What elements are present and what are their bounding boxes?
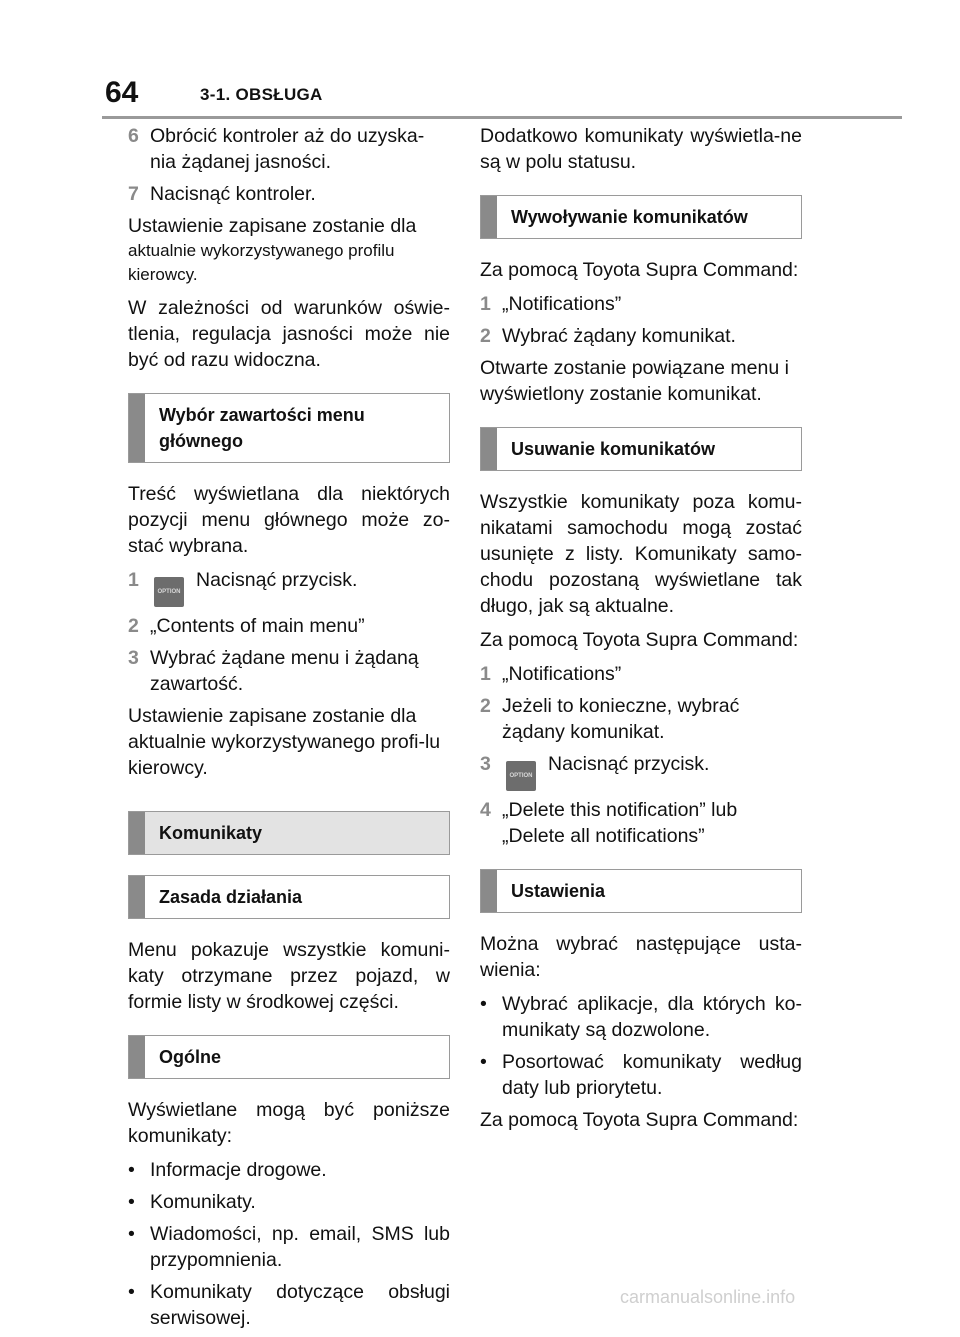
bullet-item: • Wybrać aplikacje, dla których ko-munik… (480, 991, 802, 1043)
bullet-item: • Komunikaty. (128, 1189, 450, 1215)
paragraph-displayed: Wyświetlane mogą być poniższe komunikaty… (128, 1099, 450, 1147)
heading-box-call-messages: Wywoływanie komunikatów (480, 195, 802, 239)
paragraph-status-field: Dodatkowo komunikaty wyświetla-ne są w p… (480, 125, 802, 173)
step-2: 2 Jeżeli to konieczne, wybrać żądany kom… (480, 693, 802, 745)
step-number: 7 (128, 183, 139, 205)
bullet-item: • Komunikaty dotyczące obsługi serwisowe… (128, 1279, 450, 1331)
step-number: 2 (480, 325, 491, 347)
step-number: 1 (480, 663, 491, 685)
heading-box-messages: Komunikaty (128, 811, 450, 855)
option-button-icon: OPTION (154, 577, 184, 607)
step-number: 1 (480, 293, 491, 315)
bullet-text: Wybrać aplikacje, dla których ko-munikat… (502, 993, 802, 1041)
step-text: „Delete this notification” lub „Delete a… (502, 799, 738, 847)
bullet-text: Wiadomości, np. email, SMS lub przypomni… (150, 1223, 450, 1271)
paragraph-profile-saved-2: Ustawienie zapisane zostanie dla aktualn… (128, 705, 441, 779)
step-number: 1 (128, 569, 139, 591)
heading-box-settings: Ustawienia (480, 869, 802, 913)
step-text: Obrócić kontroler aż do uzyska-nia żądan… (150, 125, 425, 173)
step-text: Nacisnąć przycisk. (196, 569, 358, 591)
header-divider (102, 116, 902, 119)
step-text: „Notifications” (502, 663, 622, 685)
step-number: 4 (480, 799, 491, 821)
option-button-icon: OPTION (506, 761, 536, 791)
paragraph-lighting: W zależności od warunków oświe-tlenia, r… (128, 297, 450, 371)
step-text: Wybrać żądany komunikat. (502, 325, 736, 347)
step-2: 2 Wybrać żądany komunikat. (480, 323, 802, 349)
paragraph-settings: Można wybrać następujące usta-wienia: (480, 933, 802, 981)
step-text: Jeżeli to konieczne, wybrać żądany komun… (502, 695, 740, 743)
step-text: Wybrać żądane menu i żądaną zawartość. (150, 647, 419, 695)
bullet-mark: • (128, 1159, 135, 1181)
step-7: 7 Nacisnąć kontroler. (128, 181, 450, 207)
section-title: 3-1. OBSŁUGA (200, 85, 323, 104)
step-number: 3 (480, 753, 491, 775)
bullet-mark: • (128, 1281, 135, 1303)
step-number: 2 (480, 695, 491, 717)
heading-box-delete-messages: Usuwanie komunikatów (480, 427, 802, 471)
paragraph-menu-shows: Menu pokazuje wszystkie komuni-katy otrz… (128, 939, 450, 1013)
bullet-mark: • (480, 993, 487, 1015)
step-1: 1 „Notifications” (480, 661, 802, 687)
bullet-text: Posortować komunikaty według daty lub pr… (502, 1051, 802, 1099)
paragraph-delete: Wszystkie komunikaty poza komu-nikatami … (480, 491, 802, 617)
heading-box-main-menu: Wybór zawartości menu głównego (128, 393, 450, 463)
bullet-item: • Posortować komunikaty według daty lub … (480, 1049, 802, 1101)
paragraph-main-menu: Treść wyświetlana dla niektórych pozycji… (128, 483, 450, 557)
step-3: 3 Wybrać żądane menu i żądaną zawartość. (128, 645, 450, 697)
step-1: 1 OPTION Nacisnąć przycisk. (128, 567, 450, 607)
paragraph-profile-saved: Ustawienie zapisane zostanie dla aktualn… (128, 213, 450, 287)
left-column: 6 Obrócić kontroler aż do uzyska-nia żąd… (128, 123, 450, 1337)
bullet-text: Informacje drogowe. (150, 1159, 327, 1181)
paragraph-line-small: aktualnie wykorzystywanego profilu kiero… (128, 241, 395, 284)
bullet-text: Komunikaty. (150, 1191, 256, 1213)
paragraph-command-2: Za pomocą Toyota Supra Command: (480, 629, 799, 651)
step-4: 4 „Delete this notification” lub „Delete… (480, 797, 802, 849)
paragraph-line: Ustawienie zapisane zostanie dla (128, 215, 417, 237)
watermark: carmanualsonline.info (620, 1287, 796, 1307)
paragraph-command-3: Za pomocą Toyota Supra Command: (480, 1109, 799, 1131)
heading-box-general: Ogólne (128, 1035, 450, 1079)
step-text: Nacisnąć przycisk. (548, 753, 710, 775)
step-text: Nacisnąć kontroler. (150, 183, 316, 205)
paragraph-command: Za pomocą Toyota Supra Command: (480, 259, 799, 281)
step-number: 6 (128, 125, 139, 147)
step-3: 3 OPTION Nacisnąć przycisk. (480, 751, 802, 791)
step-number: 2 (128, 615, 139, 637)
paragraph-menu-opens: Otwarte zostanie powiązane menu i wyświe… (480, 357, 789, 405)
right-column: Dodatkowo komunikaty wyświetla-ne są w p… (480, 123, 802, 1141)
bullet-mark: • (128, 1191, 135, 1213)
bullet-item: • Informacje drogowe. (128, 1157, 450, 1183)
step-number: 3 (128, 647, 139, 669)
bullet-mark: • (128, 1223, 135, 1245)
page-number: 64 (105, 76, 139, 109)
step-1: 1 „Notifications” (480, 291, 802, 317)
step-text: „Notifications” (502, 293, 622, 315)
step-2: 2 „Contents of main menu” (128, 613, 450, 639)
bullet-text: Komunikaty dotyczące obsługi serwisowej. (150, 1281, 450, 1329)
step-6: 6 Obrócić kontroler aż do uzyska-nia żąd… (128, 123, 450, 175)
bullet-mark: • (480, 1051, 487, 1073)
bullet-item: • Wiadomości, np. email, SMS lub przypom… (128, 1221, 450, 1273)
heading-box-principle: Zasada działania (128, 875, 450, 919)
step-text: „Contents of main menu” (150, 615, 365, 637)
